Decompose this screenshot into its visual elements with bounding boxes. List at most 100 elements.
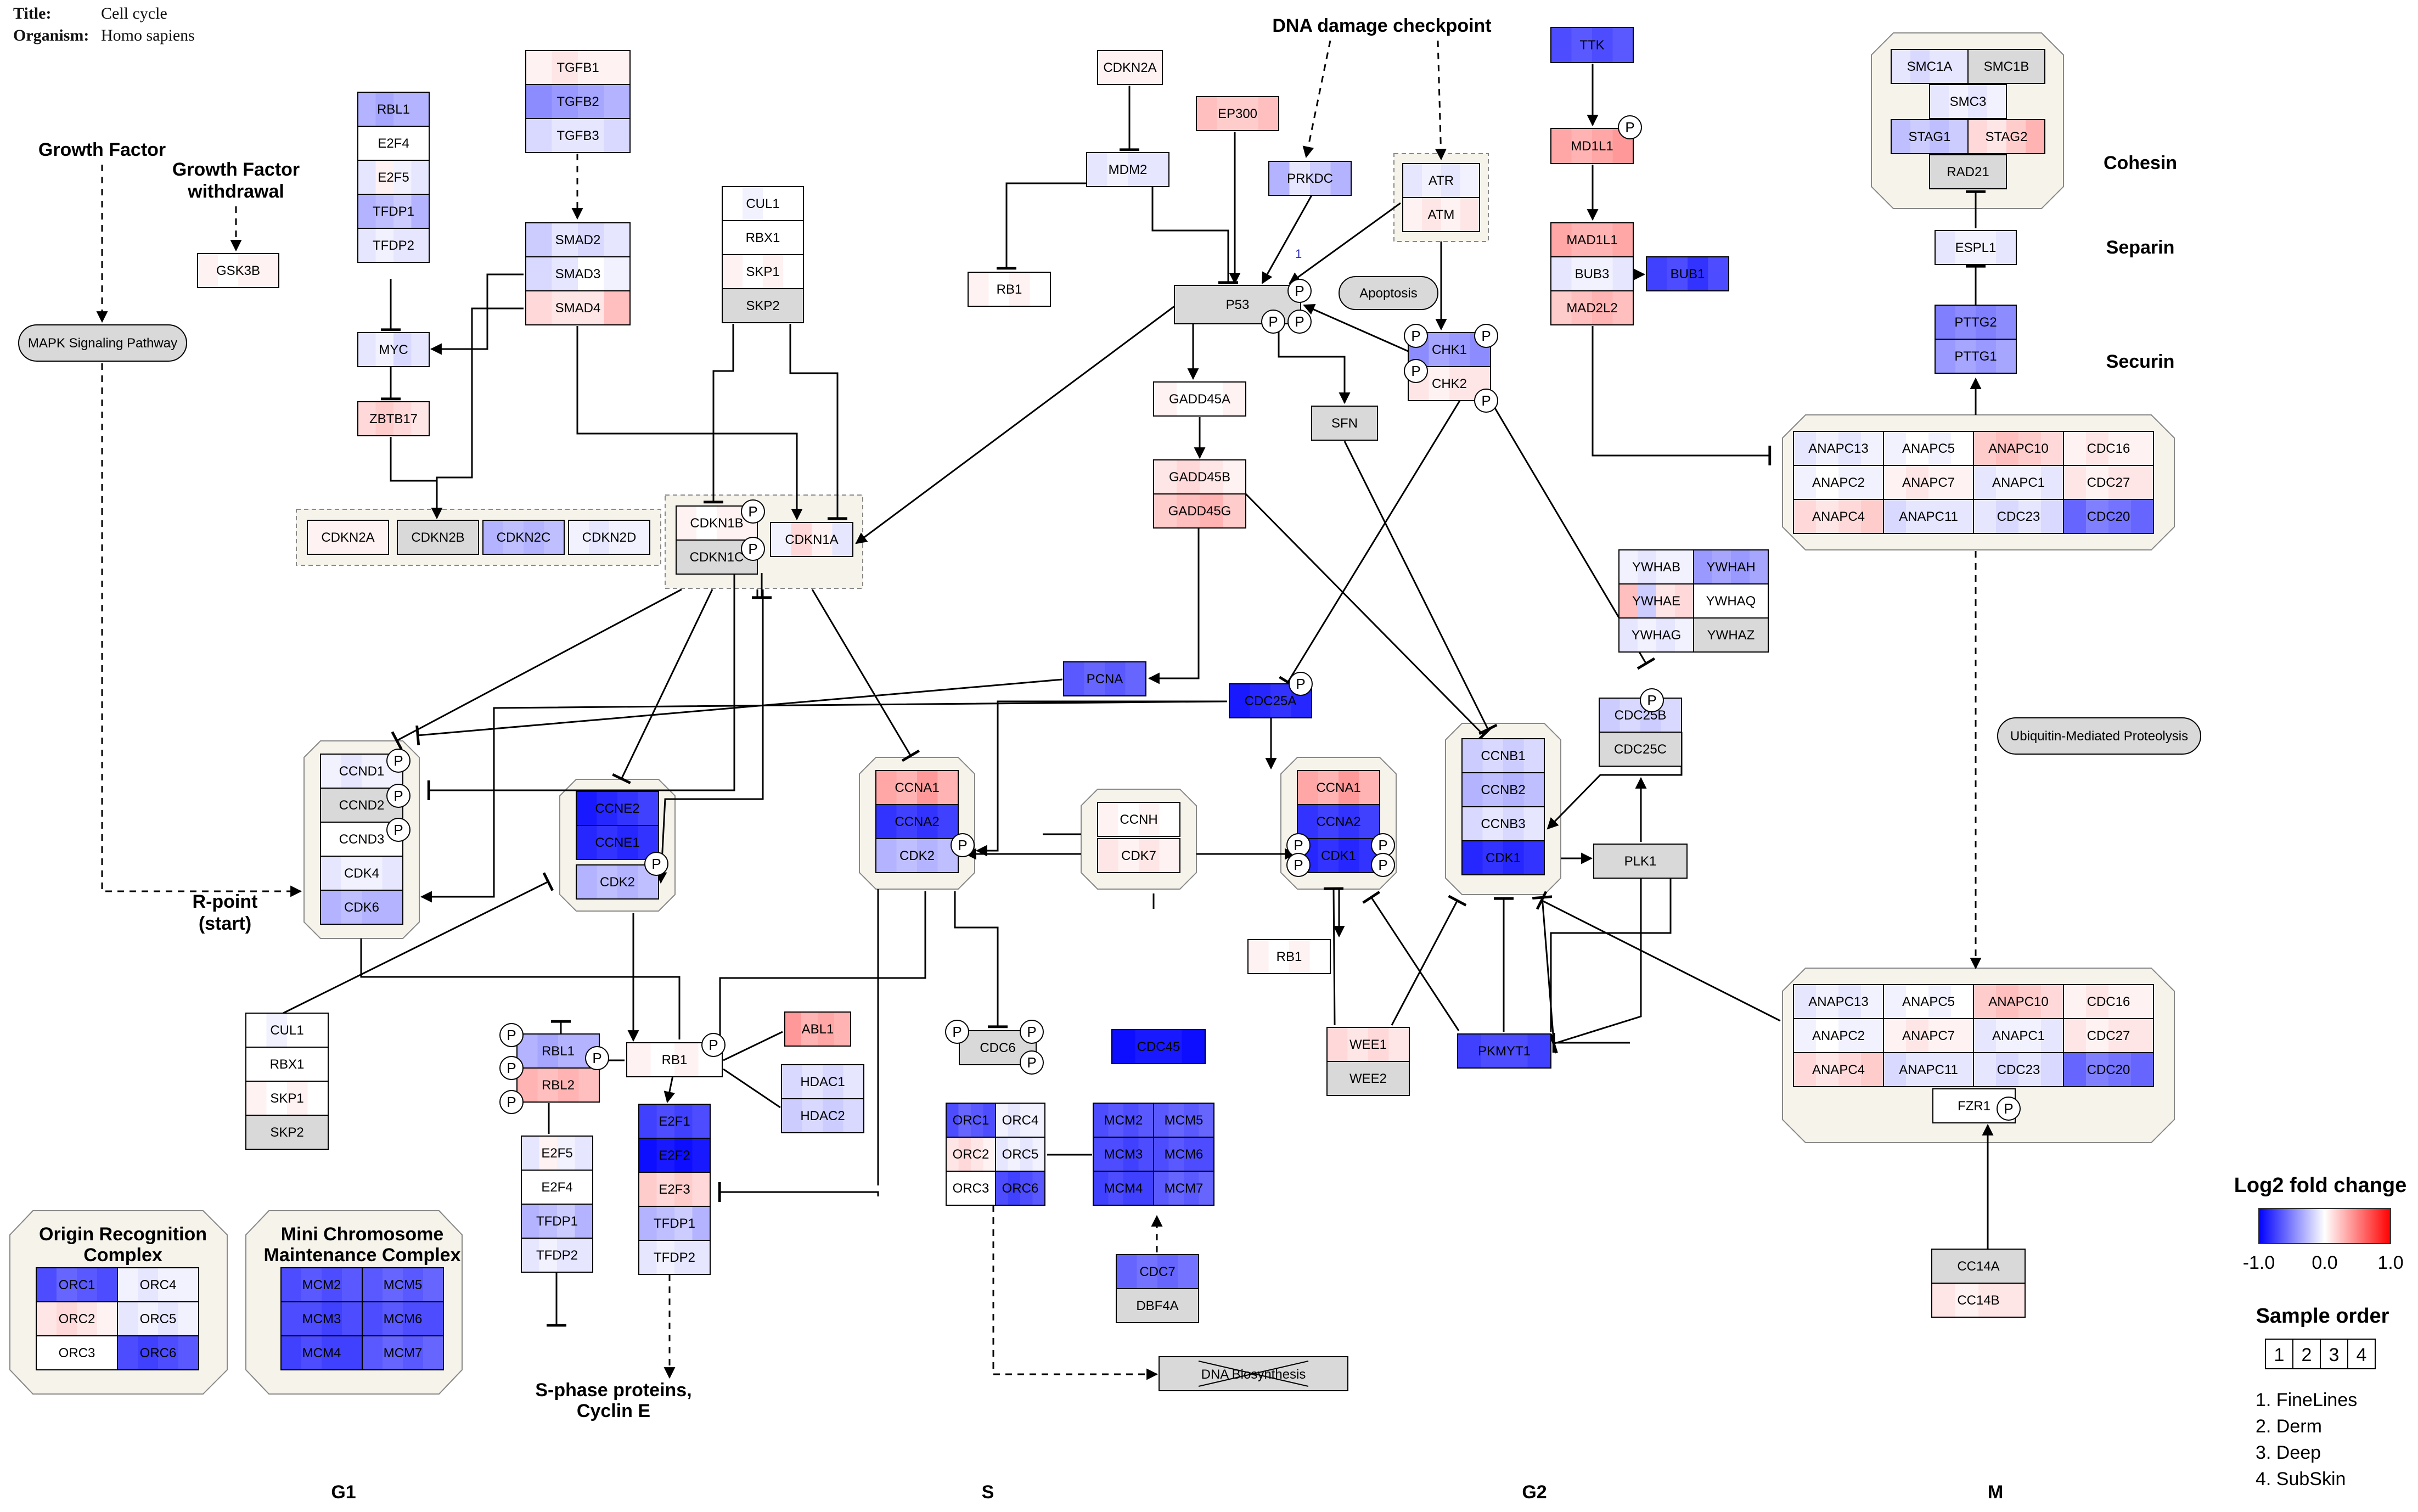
edge-45 (655, 589, 764, 884)
sample-cell-2 (1906, 1053, 1929, 1087)
sample-cell-1 (1551, 128, 1572, 164)
phospho-label: P (748, 541, 757, 557)
gene-label: MCM5 (384, 1278, 423, 1292)
label-maintenance-complex: Maintenance Complex (264, 1245, 461, 1266)
gene-node-border (525, 118, 631, 153)
gene-node-mcm4: MCM4 (1093, 1171, 1154, 1206)
sample-cell-1 (1112, 1030, 1135, 1064)
gene-label: TFDP2 (536, 1248, 578, 1263)
gene-label: TFDP1 (654, 1216, 695, 1231)
pathway-pills: MAPK Signaling PathwayApoptosisUbiquitin… (18, 276, 2201, 755)
gene-node-rbl1: RBL1 (516, 1033, 600, 1069)
sample-cell-1 (36, 1336, 57, 1370)
gene-label: SMAD4 (555, 301, 601, 316)
phospho-circle (386, 749, 411, 773)
edge-23 (704, 324, 734, 504)
sample-cell-4 (1949, 49, 1969, 83)
edge-22 (576, 326, 803, 521)
gene-label: CCNE1 (595, 835, 639, 850)
phospho-circle (1261, 310, 1285, 334)
sample-cell-1 (876, 839, 897, 873)
sample-cell-3 (2018, 465, 2042, 499)
sample-cell-1 (1154, 382, 1177, 416)
gene-label: CCNA1 (1316, 780, 1360, 795)
gene-node-border (1929, 84, 2007, 119)
sample-cell-4 (575, 1170, 593, 1204)
gene-node-sfn: SFN (1311, 406, 1378, 441)
gene-label: ANAPC5 (1902, 994, 1955, 1009)
phospho-label: P (958, 837, 967, 853)
gene-label: MCM4 (1104, 1181, 1143, 1196)
gene-label: ORC2 (59, 1312, 95, 1326)
gene-label: ATM (1428, 207, 1455, 222)
sample-cell-2 (1137, 1255, 1158, 1289)
gene-node-border (784, 1011, 851, 1047)
gene-label: MCM6 (1165, 1147, 1204, 1162)
sample-cell-1 (320, 856, 341, 890)
phospho-label: P (1296, 676, 1305, 692)
legend: Log2 fold change -1.0 0.0 1.0 Sample ord… (2234, 1174, 2407, 1489)
gene-node-border (525, 290, 631, 325)
sample-cell-4 (1258, 97, 1279, 131)
sample-cell-3 (322, 1302, 342, 1336)
sample-cell-3 (1731, 584, 1750, 618)
sample-cell-3 (2006, 120, 2026, 154)
gene-node-anapc5: ANAPC5 (1883, 431, 1974, 466)
organism-label: Organism: (13, 26, 89, 44)
gene-label: HDAC1 (800, 1075, 845, 1089)
sample-cell-2 (138, 1302, 159, 1336)
sample-cell-4 (1523, 773, 1545, 807)
phospho-circle (1404, 324, 1428, 348)
phospho-circle (1020, 1050, 1044, 1075)
sample-cell-3 (1184, 1137, 1199, 1171)
legend-tick-mid: 0.0 (2312, 1252, 2337, 1273)
sample-cell-3 (1368, 1027, 1389, 1061)
sample-cell-2 (552, 257, 578, 291)
sample-cell-3 (2018, 1053, 2042, 1087)
sample-cell-3 (393, 194, 412, 228)
edge-60 (1549, 878, 1642, 1054)
gene-node-cdc27: CDC27 (2063, 1018, 2154, 1053)
sample-cell-4 (1612, 257, 1634, 291)
gene-node-rbl1: RBL1 (357, 92, 430, 127)
gene-node-mcm3: MCM3 (1093, 1137, 1154, 1172)
gene-node-cdc7: CDC7 (1116, 1254, 1199, 1289)
gene-label: SKP1 (746, 265, 779, 279)
phospho-circle (1020, 1020, 1044, 1044)
phospho-site-13: P (386, 784, 411, 808)
sample-cell-1 (526, 50, 552, 85)
gene-node-ywhag: YWHAG (1618, 617, 1694, 653)
gene-node-anapc7: ANAPC7 (1883, 1018, 1974, 1053)
sample-cell-2 (375, 92, 394, 126)
sample-cell-3 (322, 1336, 342, 1370)
edge-40 (1279, 400, 1461, 689)
sample-cell-3 (1184, 1171, 1199, 1205)
sample-cell-1 (1973, 465, 1997, 499)
sample-cell-3 (2018, 431, 2042, 465)
gene-node-ywhah: YWHAH (1693, 549, 1769, 584)
edge-26 (997, 182, 1088, 270)
sample-cell-3 (558, 1068, 579, 1102)
sample-cell-2 (539, 1136, 558, 1170)
gene-label: CDC23 (1997, 1063, 2040, 1077)
gene-label: CDKN1A (785, 532, 838, 547)
sample-cell-1 (521, 1238, 539, 1272)
sample-cell-2 (802, 1099, 823, 1133)
sample-cell-3 (403, 1336, 424, 1370)
gene-node-mcm7: MCM7 (362, 1335, 444, 1370)
sample-cell-3 (1184, 1103, 1199, 1137)
sample-cell-3 (403, 1268, 424, 1302)
sample-cell-1 (1883, 1019, 1907, 1053)
sample-cell-3 (557, 1204, 575, 1238)
sample-cell-1 (876, 805, 897, 839)
sample-cell-4 (1032, 1137, 1045, 1171)
gene-label: BUB1 (1671, 267, 1705, 282)
sample-cell-1 (1932, 1283, 1955, 1317)
sample-cell-1 (722, 221, 743, 255)
sample-cell-3 (1504, 1034, 1528, 1068)
gene-node-border (1550, 27, 1634, 63)
sample-cell-3 (971, 1171, 983, 1205)
label-dna-damage-checkpoint: DNA damage checkpoint (1272, 15, 1491, 36)
sample-cell-3 (1441, 164, 1461, 198)
sample-cell-3 (1928, 499, 1952, 533)
